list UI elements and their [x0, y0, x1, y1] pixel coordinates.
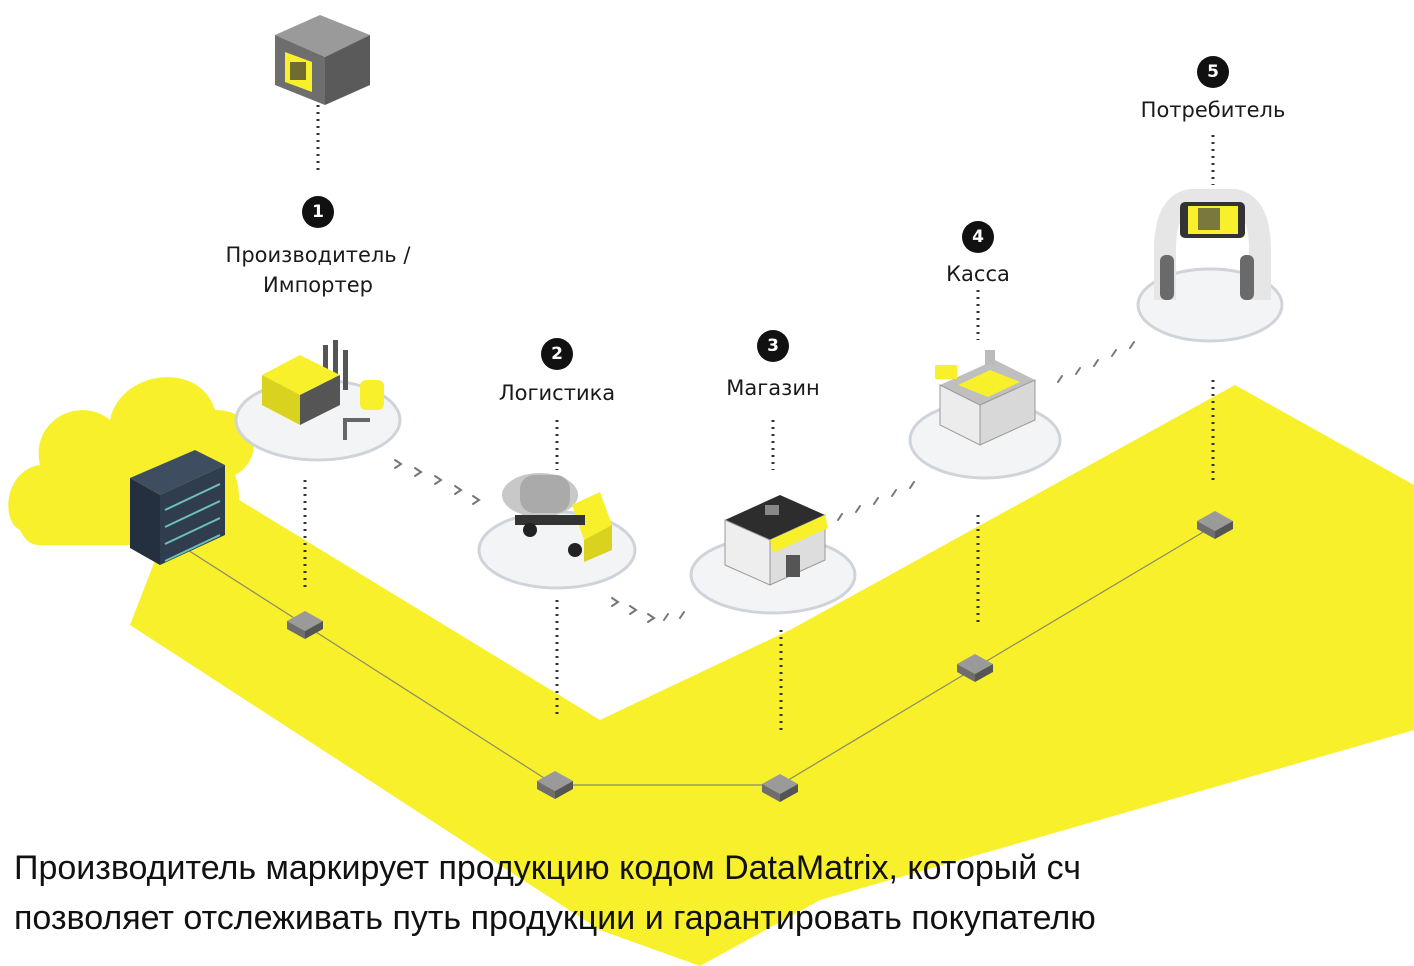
- network-node-icon: [287, 511, 1233, 802]
- network-line: [179, 524, 1216, 786]
- stage-5-label: Потребитель: [1140, 98, 1286, 122]
- caption-line-2: позволяет отслеживать путь продукции и г…: [14, 899, 1096, 937]
- box-datamatrix-icon: [275, 15, 370, 105]
- stage-4-label: Касса: [946, 262, 1010, 286]
- stage-1-label: Производитель / Импортер: [188, 240, 448, 300]
- caption-line-1: Производитель маркирует продукцию кодом …: [14, 849, 1081, 887]
- stage-1-label-line1: Производитель /: [225, 243, 411, 267]
- stage-3-number: 3: [757, 330, 789, 362]
- stage-1-label-line2: Импортер: [263, 273, 373, 297]
- stage-2-label: Логистика: [498, 381, 616, 405]
- stage-4-number: 4: [962, 221, 994, 253]
- stage-1-number: 1: [302, 196, 334, 228]
- stage-3-label: Магазин: [726, 376, 820, 400]
- caption: Производитель маркирует продукцию кодом …: [14, 843, 1414, 943]
- factory-icon: [262, 340, 384, 440]
- stage-5-number: 5: [1197, 56, 1229, 88]
- shop-icon: [724, 495, 828, 586]
- flow-chevrons: [394, 341, 1135, 623]
- stage-2-number: 2: [541, 338, 573, 370]
- yellow-ground-band: [130, 385, 1414, 966]
- tank-truck-icon: [502, 473, 612, 562]
- cash-register-icon: [935, 350, 1036, 446]
- server-rack-icon: [130, 450, 225, 565]
- phone-scan-icon: [1154, 189, 1271, 300]
- dotted-connectors: [303, 98, 1215, 735]
